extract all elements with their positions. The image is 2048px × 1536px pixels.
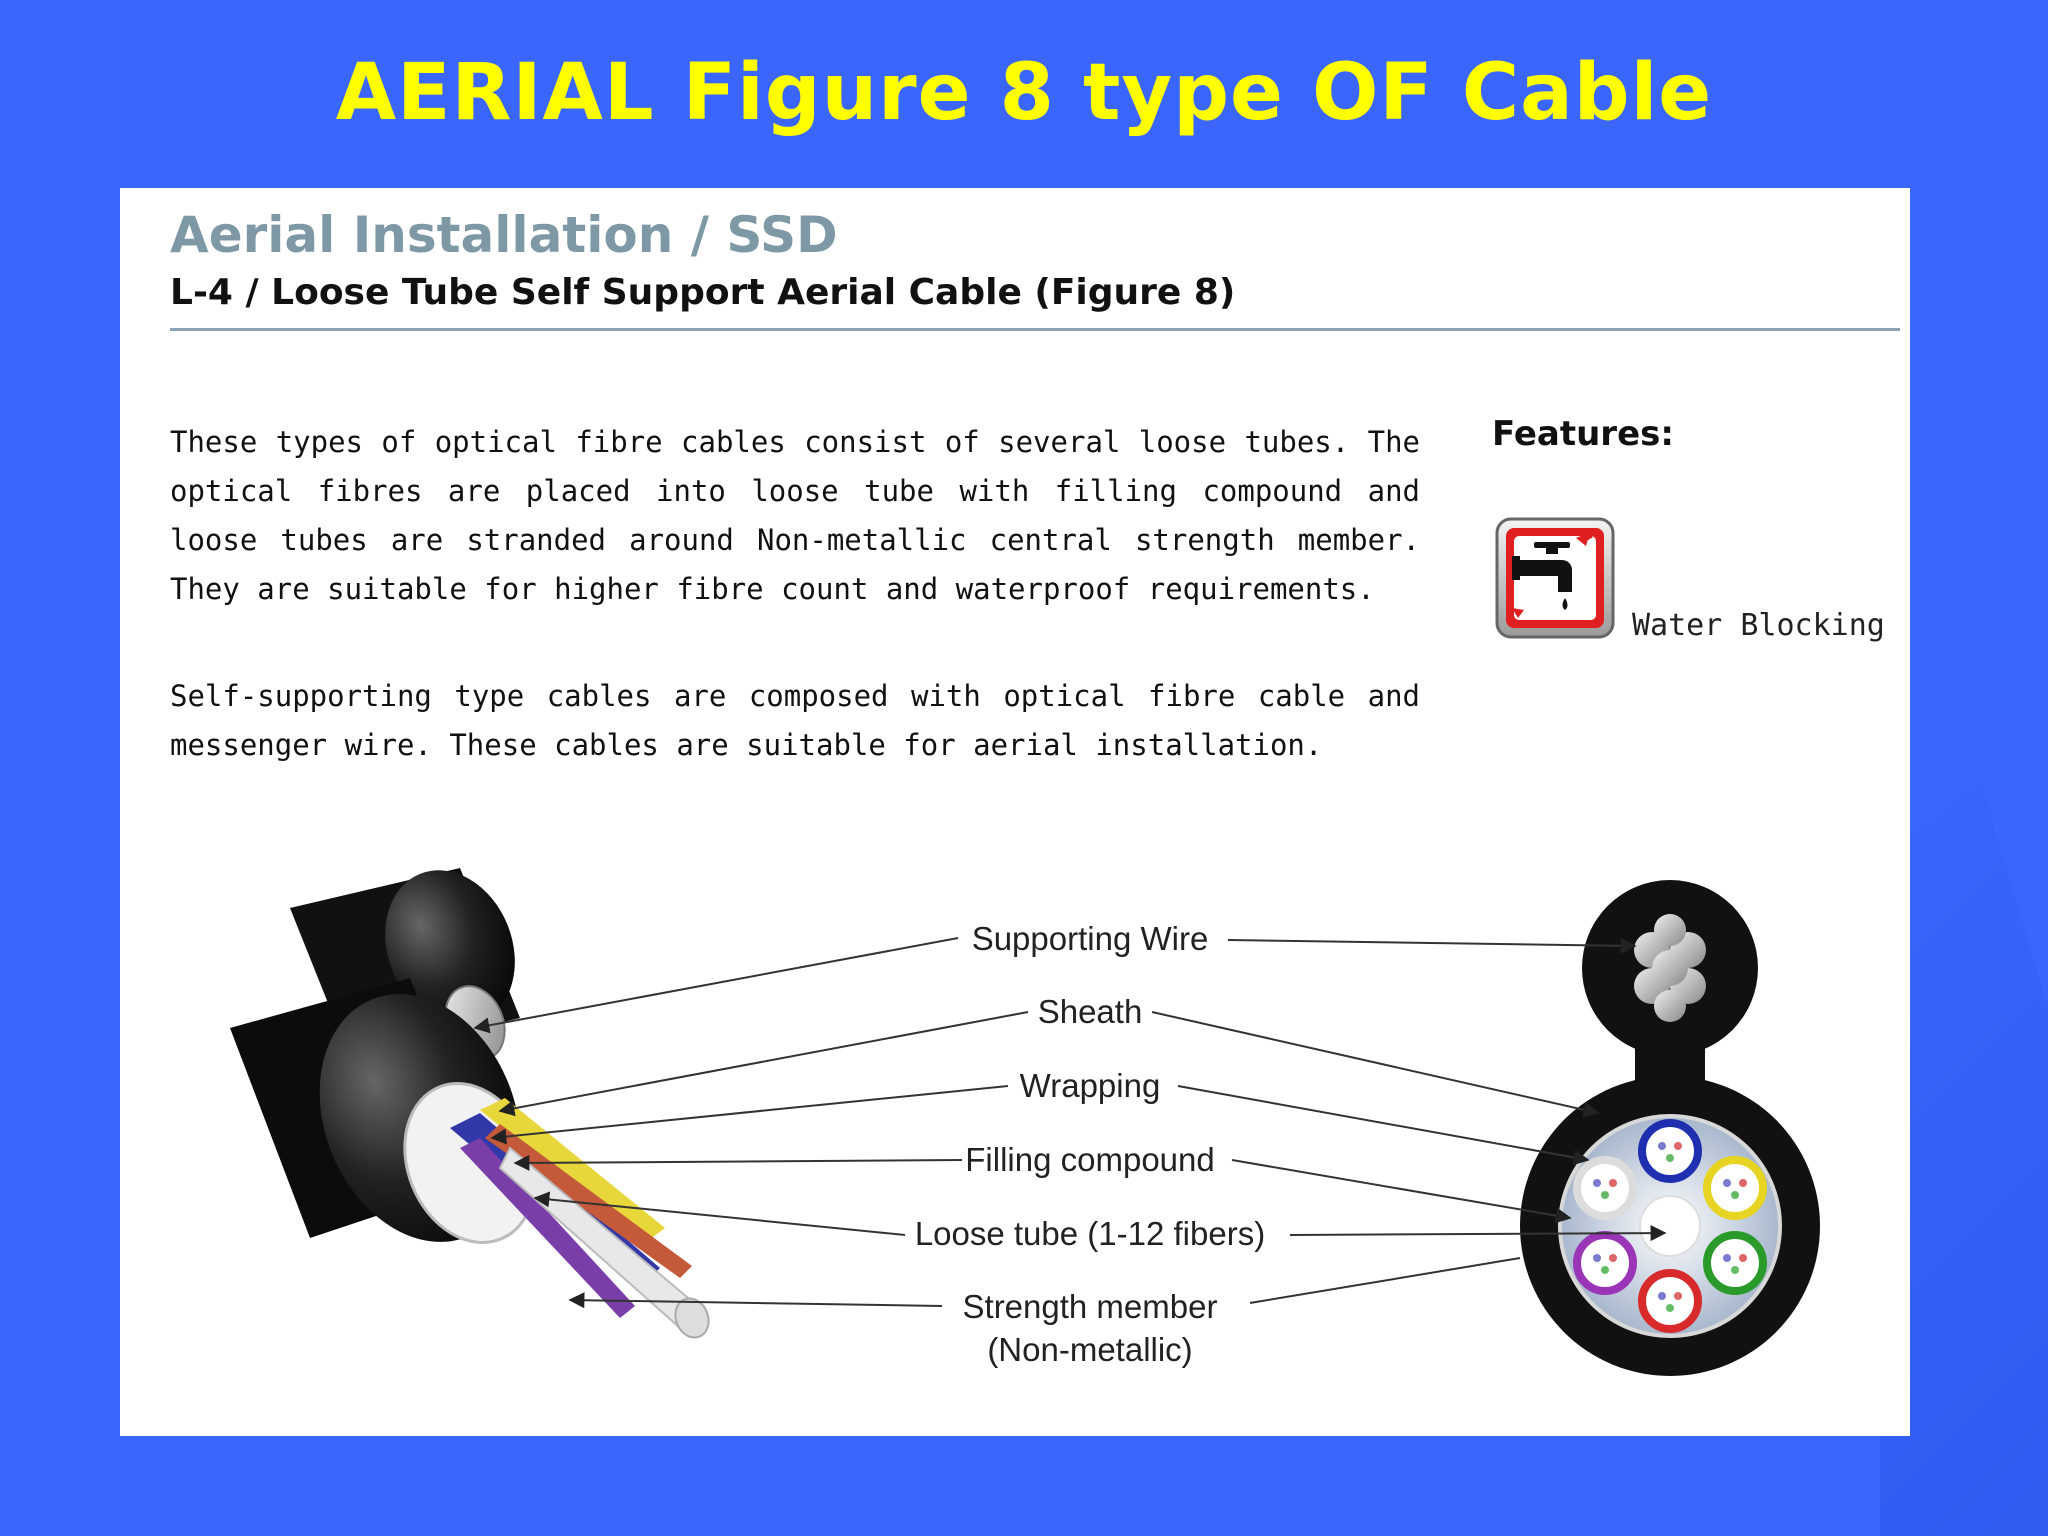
- supporting-wire-jacket: [385, 870, 515, 1026]
- loose-tube-yellow: [1703, 1156, 1767, 1220]
- loose-tube-green: [1703, 1231, 1767, 1295]
- product-title: L-4 / Loose Tube Self Support Aerial Cab…: [170, 272, 1236, 313]
- callout-sheath: Sheath: [1038, 993, 1143, 1030]
- divider: [170, 328, 1900, 331]
- callout-loose-tube: Loose tube (1-12 fibers): [915, 1215, 1265, 1252]
- water-blocking-label: Water Blocking: [1632, 608, 1885, 643]
- callout-filling-compound: Filling compound: [965, 1141, 1214, 1178]
- callout-leaders: [473, 937, 1667, 1309]
- description-paragraph-2: Self-supporting type cables are composed…: [170, 679, 1420, 762]
- description-paragraph-1: These types of optical fibre cables cons…: [170, 425, 1420, 606]
- loose-tube-blue: [1638, 1119, 1702, 1183]
- strength-member-end: [674, 1297, 710, 1339]
- section-title: Aerial Installation / SSD: [170, 206, 838, 264]
- callout-wrapping: Wrapping: [1020, 1067, 1161, 1104]
- cable-cutaway-illustration: [230, 868, 710, 1339]
- loose-tube-white: [1573, 1156, 1637, 1220]
- loose-tube-purple: [1573, 1231, 1637, 1295]
- features-label: Features:: [1492, 414, 1674, 454]
- cable-diagram: Supporting Wire Sheath Wrapping Filling …: [230, 868, 1820, 1376]
- loose-tube-red: [1638, 1269, 1702, 1333]
- content-panel: Aerial Installation / SSD L-4 / Loose Tu…: [120, 188, 1910, 1436]
- callout-supporting-wire: Supporting Wire: [972, 920, 1209, 957]
- cable-cross-section: [1520, 880, 1820, 1376]
- callout-strength-member-sublabel: (Non-metallic): [987, 1331, 1192, 1368]
- callout-strength-member: Strength member: [963, 1288, 1218, 1325]
- water-tap-icon: [1495, 517, 1615, 639]
- cross-section-strength-member: [1639, 1195, 1701, 1257]
- slide-title: AERIAL Figure 8 type OF Cable: [335, 48, 1713, 138]
